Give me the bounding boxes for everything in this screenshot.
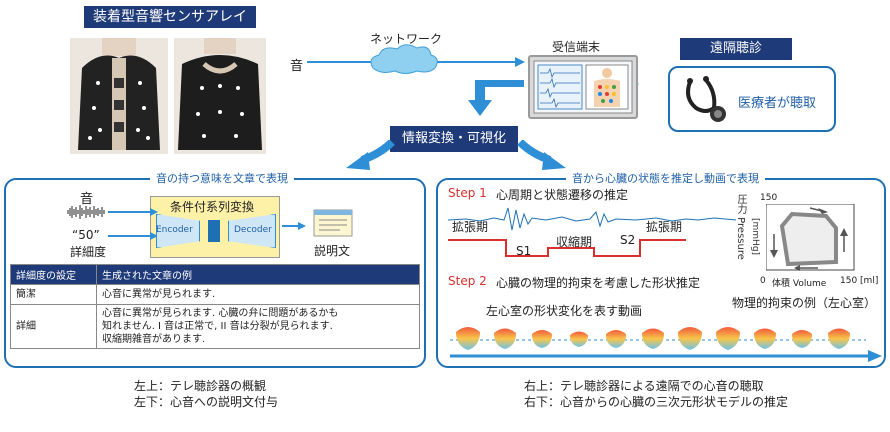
- remote-auscultation-badge: 遠隔聴診: [680, 38, 792, 60]
- example-sentence-table: 詳細度の設定 生成された文章の例 簡潔 心音に異常が見られます. 詳細 心音に異…: [10, 264, 420, 349]
- table-cell-example: 心音に異常が見られます. 心臓の弁に問題があるかも 知れません. I 音は正常で…: [96, 304, 420, 349]
- heart-shape-panel-title: 音から心臓の状態を推定し動画で表現: [566, 170, 765, 186]
- remote-listening-box: [668, 66, 836, 132]
- table-header-example: 生成された文章の例: [96, 264, 420, 285]
- pv-y-axis-label: 圧力 Pressure: [735, 194, 746, 260]
- decoder-label: Decoder: [234, 225, 272, 235]
- pv-y-axis-unit: [mmHg]: [750, 218, 760, 256]
- stethoscope-icon: [686, 76, 726, 122]
- doctor-listens-label: 医療者が聴取: [738, 96, 817, 111]
- ventricle-frame: [828, 328, 850, 349]
- encoder-label: Encoder: [156, 225, 193, 235]
- document-icon: [313, 209, 353, 237]
- cardiac-cycle-graphic: [447, 207, 737, 257]
- ventricle-frame: [570, 331, 588, 347]
- table-cell-level: 簡潔: [10, 284, 97, 305]
- table-cell-level: 詳細: [10, 304, 97, 349]
- ventricle-frame: [532, 330, 552, 348]
- ventricle-frames-strip: [450, 327, 882, 362]
- ventricle-frame: [606, 330, 626, 348]
- sound-label: 音: [290, 59, 304, 74]
- ventricle-frame: [792, 330, 812, 348]
- sensor-array-title: 装着型音響センサアレイ: [84, 6, 256, 28]
- network-label: ネットワーク: [370, 32, 443, 46]
- receiver-label: 受信端末: [552, 40, 601, 54]
- diastole-label-2: 拡張期: [646, 220, 683, 234]
- example-line: 収縮期雑音があります.: [102, 334, 206, 345]
- seq2seq-model-title: 条件付系列変換: [170, 200, 255, 214]
- step1-text: 心周期と状態遷移の推定: [496, 188, 629, 202]
- sensor-vest-front-photo: [70, 38, 168, 154]
- example-line: 心音に異常が見られます.: [102, 289, 216, 300]
- sensor-vest-back-photo: [174, 38, 266, 154]
- ventricle-movie-label: 左心室の形状変化を表す動画: [486, 304, 643, 318]
- s1-label: S1: [516, 244, 532, 258]
- step1-number: Step 1: [448, 186, 487, 200]
- table-row: 簡潔 心音に異常が見られます.: [10, 284, 420, 305]
- ventricle-frame: [494, 328, 516, 349]
- systole-label: 収縮期: [556, 235, 593, 249]
- input-sound-label: 音: [80, 192, 94, 207]
- caption-bottom-left: 左下：心音への説明文付与: [134, 395, 279, 409]
- left-captions: 左上：テレ聴診器の概観 左下：心音への説明文付与: [134, 378, 278, 410]
- ventricle-frame: [678, 327, 702, 350]
- ventricle-frame: [456, 327, 480, 350]
- convert-visualize-badge: 情報変換・可視化: [390, 126, 518, 152]
- diastole-label-1: 拡張期: [452, 220, 489, 234]
- detail-value: “50”: [72, 228, 100, 242]
- example-line: 心音に異常が見られます. 心臓の弁に問題があるかも: [102, 308, 339, 319]
- caption-top-right: 右上：テレ聴診器による遠隔での心音の聴取: [524, 379, 764, 393]
- caption-top-left: 左上：テレ聴診器の概観: [134, 379, 267, 393]
- receiver-to-convert-arrow: [468, 80, 524, 116]
- pv-x-max: 150 [ml]: [840, 276, 879, 286]
- example-line: 知れません. I 音は正常で, II 音は分裂が見られます.: [102, 321, 333, 332]
- pv-y-max: 150: [760, 193, 778, 203]
- detail-level-label: 詳細度: [70, 245, 107, 259]
- pv-constraint-caption: 物理的拘束の例（左心室）: [732, 296, 877, 310]
- table-row: 詳細 心音に異常が見られます. 心臓の弁に問題があるかも 知れません. I 音は…: [10, 304, 420, 349]
- pv-loop-chart: [766, 204, 855, 271]
- caption-bottom-right: 右下：心音からの心臓の三次元形状モデルの推定: [524, 395, 789, 409]
- pv-x-axis-label: 体積 Volume: [772, 279, 827, 289]
- ventricle-frame: [716, 327, 740, 350]
- table-cell-example: 心音に異常が見られます.: [96, 284, 420, 305]
- split-arrows: [346, 140, 566, 170]
- s2-label: S2: [620, 233, 636, 247]
- text-description-panel-title: 音の持つ意味を文章で表現: [150, 170, 294, 186]
- latent-vector-block: [208, 220, 220, 242]
- explanation-output-label: 説明文: [314, 244, 351, 258]
- step2-number: Step 2: [448, 274, 487, 288]
- pv-origin: 0: [760, 276, 766, 286]
- model-arrows: [108, 208, 306, 240]
- ventricle-frame: [754, 328, 776, 349]
- table-header-level: 詳細度の設定: [10, 264, 97, 285]
- ventricle-frame: [642, 328, 664, 349]
- waveform-icon: [67, 205, 105, 219]
- step2-text: 心臓の物理的拘束を考慮した形状推定: [496, 276, 701, 290]
- right-captions: 右上：テレ聴診器による遠隔での心音の聴取 右下：心音からの心臓の三次元形状モデル…: [524, 378, 788, 410]
- receiver-terminal-device: [528, 55, 638, 119]
